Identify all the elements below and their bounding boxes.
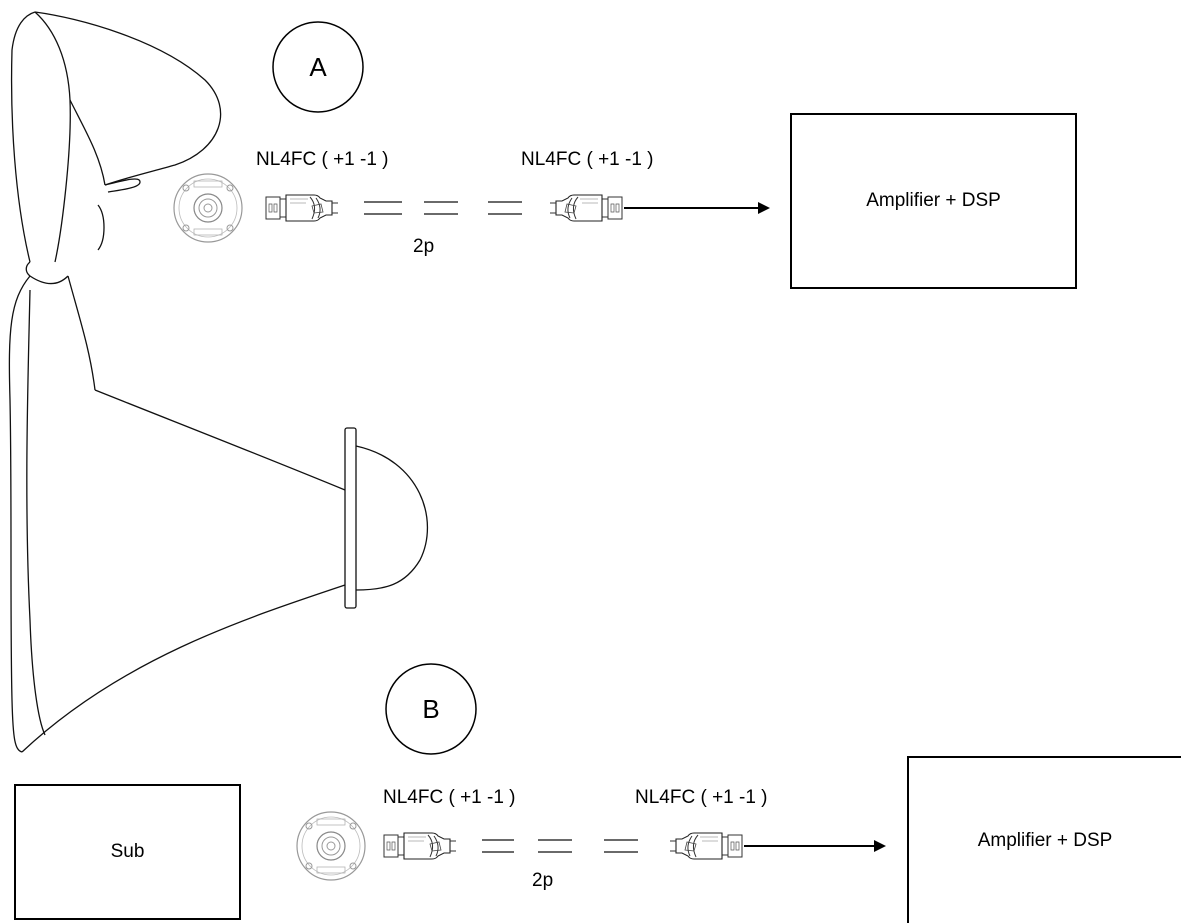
amplifier-dsp-box-a: Amplifier + DSP xyxy=(790,113,1077,289)
sub-label: Sub xyxy=(110,841,145,862)
plug-icon-b-left xyxy=(383,832,457,860)
sub-box: Sub xyxy=(14,784,241,920)
amplifier-dsp-box-b: Amplifier + DSP xyxy=(907,756,1181,923)
connector-label-a-right: NL4FC ( +1 -1 ) xyxy=(521,149,654,170)
marker-circle-b xyxy=(385,663,477,755)
marker-b: B xyxy=(422,694,440,724)
cable-label-b: 2p xyxy=(532,870,554,891)
connector-label-b-left: NL4FC ( +1 -1 ) xyxy=(383,787,516,808)
horn-speaker-outline xyxy=(8,11,428,753)
plug-icon-a-left xyxy=(265,194,339,222)
cable-break-a xyxy=(364,201,522,215)
amplifier-dsp-label-a: Amplifier + DSP xyxy=(866,190,1001,211)
cable-label-a: 2p xyxy=(413,236,435,257)
connector-label-b-right: NL4FC ( +1 -1 ) xyxy=(635,787,768,808)
socket-icon-a xyxy=(173,173,243,243)
marker-circle-a xyxy=(272,21,364,113)
amplifier-dsp-label-b: Amplifier + DSP xyxy=(977,829,1113,851)
plug-icon-b-right xyxy=(669,832,743,860)
connector-label-a-left: NL4FC ( +1 -1 ) xyxy=(256,149,389,170)
plug-icon-a-right xyxy=(549,194,623,222)
marker-a: A xyxy=(309,52,327,82)
socket-icon-b xyxy=(296,811,366,881)
cable-break-b xyxy=(482,839,638,853)
